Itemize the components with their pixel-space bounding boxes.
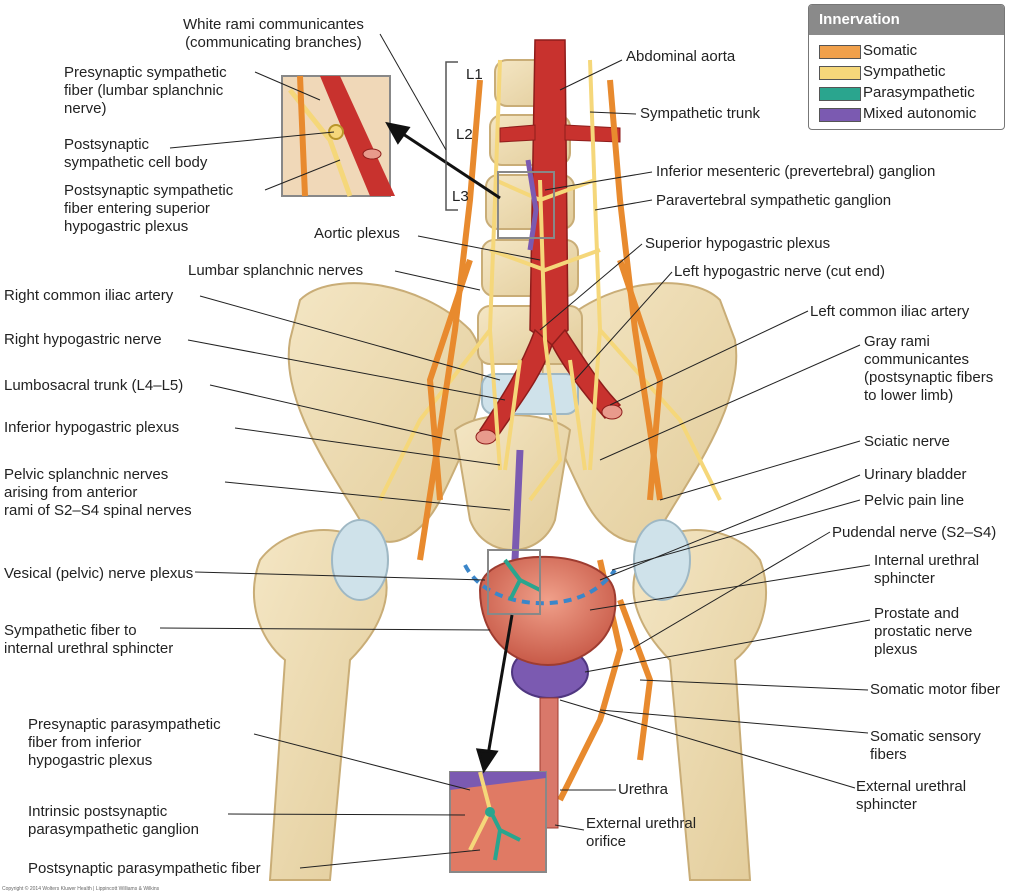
label-sympathetic-fiber-sphincter: Sympathetic fiber to internal urethral s… bbox=[4, 622, 174, 657]
label-abdominal-aorta: Abdominal aorta bbox=[626, 48, 736, 65]
legend-label: Somatic bbox=[863, 42, 918, 59]
label-superior-hypogastric: Superior hypogastric plexus bbox=[645, 235, 831, 252]
label-right-hypogastric: Right hypogastric nerve bbox=[4, 331, 162, 348]
label-urinary-bladder: Urinary bladder bbox=[864, 466, 967, 483]
vertebra-l2-label: L2 bbox=[456, 126, 473, 143]
label-somatic-motor: Somatic motor fiber bbox=[870, 681, 1001, 698]
label-urethra: Urethra bbox=[618, 781, 669, 798]
vertebral-bracket bbox=[445, 61, 458, 211]
label-lumbar-splanchnic: Lumbar splanchnic nerves bbox=[188, 262, 364, 279]
vertebra-l1-label: L1 bbox=[466, 66, 483, 83]
legend-item-somatic: Somatic bbox=[809, 41, 1004, 62]
right-femur bbox=[253, 529, 388, 881]
label-postsynaptic-parasympathetic: Postsynaptic parasympathetic fiber bbox=[28, 860, 261, 877]
legend-swatch bbox=[819, 108, 861, 122]
legend-swatch bbox=[819, 45, 861, 59]
label-pelvic-pain-line: Pelvic pain line bbox=[864, 492, 965, 509]
legend-label: Sympathetic bbox=[863, 63, 946, 80]
label-paravertebral: Paravertebral sympathetic ganglion bbox=[656, 192, 892, 209]
legend-item-mixed-autonomic: Mixed autonomic bbox=[809, 104, 1004, 125]
label-postsynaptic-cell-body: Postsynaptic sympathetic cell body bbox=[64, 136, 208, 171]
vertebra-l3-label: L3 bbox=[452, 188, 469, 205]
label-aortic-plexus: Aortic plexus bbox=[314, 225, 400, 242]
inset-parasympathetic bbox=[449, 771, 547, 873]
label-left-hypogastric: Left hypogastric nerve (cut end) bbox=[674, 263, 885, 280]
inset-source-box-top bbox=[497, 171, 555, 239]
legend-swatch bbox=[819, 87, 861, 101]
label-vesical-plexus: Vesical (pelvic) nerve plexus bbox=[4, 565, 194, 582]
label-presynaptic-parasympathetic: Presynaptic parasympathetic fiber from i… bbox=[28, 716, 221, 769]
inset-source-box-bladder bbox=[487, 549, 541, 615]
label-inferior-mesenteric: Inferior mesenteric (prevertebral) gangl… bbox=[656, 163, 936, 180]
label-pelvic-splanchnic: Pelvic splanchnic nerves arising from an… bbox=[4, 466, 192, 519]
label-pudendal: Pudendal nerve (S2–S4) bbox=[832, 524, 997, 541]
label-gray-rami: Gray rami communicantes (postsynaptic fi… bbox=[864, 333, 994, 404]
label-somatic-sensory: Somatic sensory fibers bbox=[870, 728, 981, 763]
label-postsynaptic-fiber: Postsynaptic sympathetic fiber entering … bbox=[64, 182, 234, 235]
label-intrinsic-ganglion: Intrinsic postsynaptic parasympathetic g… bbox=[28, 803, 199, 838]
label-presynaptic-sympathetic: Presynaptic sympathetic fiber (lumbar sp… bbox=[64, 64, 227, 117]
sacrum bbox=[453, 414, 572, 551]
parasympathetic-fibers bbox=[503, 558, 541, 601]
inset-arrows bbox=[385, 121, 514, 774]
label-inferior-hypogastric: Inferior hypogastric plexus bbox=[4, 419, 180, 436]
legend-title: Innervation bbox=[809, 5, 1004, 35]
left-femur bbox=[632, 529, 767, 881]
left-iliac-wing bbox=[541, 282, 738, 543]
label-left-common-iliac: Left common iliac artery bbox=[810, 303, 970, 320]
sympathetic-fibers bbox=[378, 59, 722, 502]
right-hip-joint bbox=[331, 519, 389, 601]
legend-item-parasympathetic: Parasympathetic bbox=[809, 83, 1004, 104]
legend-swatch bbox=[819, 66, 861, 80]
label-internal-urethral-sphincter: Internal urethral sphincter bbox=[874, 552, 980, 587]
innervation-legend: Innervation Somatic Sympathetic Parasymp… bbox=[808, 4, 1005, 130]
label-sympathetic-trunk: Sympathetic trunk bbox=[640, 105, 761, 122]
label-external-orifice: External urethral orifice bbox=[586, 815, 697, 850]
somatic-nerves bbox=[417, 79, 664, 802]
legend-item-sympathetic: Sympathetic bbox=[809, 62, 1004, 83]
label-lumbosacral-trunk: Lumbosacral trunk (L4–L5) bbox=[4, 377, 184, 394]
leader-lines bbox=[159, 33, 871, 869]
label-external-urethral-sphincter: External urethral sphincter bbox=[856, 778, 967, 813]
label-right-common-iliac: Right common iliac artery bbox=[4, 287, 174, 304]
left-hip-joint bbox=[633, 519, 691, 601]
label-prostate: Prostate and prostatic nerve plexus bbox=[874, 605, 973, 658]
label-white-rami: White rami communicantes (communicating … bbox=[183, 16, 364, 51]
pelvic-pain-line bbox=[463, 564, 617, 606]
pelvic-bones bbox=[253, 282, 767, 881]
copyright-text: Copyright © 2014 Wolters Kluwer Health |… bbox=[2, 886, 160, 892]
legend-label: Mixed autonomic bbox=[863, 105, 977, 122]
urinary-bladder-shape bbox=[463, 555, 617, 829]
inset-sympathetic bbox=[281, 75, 395, 197]
legend-label: Parasympathetic bbox=[863, 84, 975, 101]
label-sciatic: Sciatic nerve bbox=[864, 433, 950, 450]
